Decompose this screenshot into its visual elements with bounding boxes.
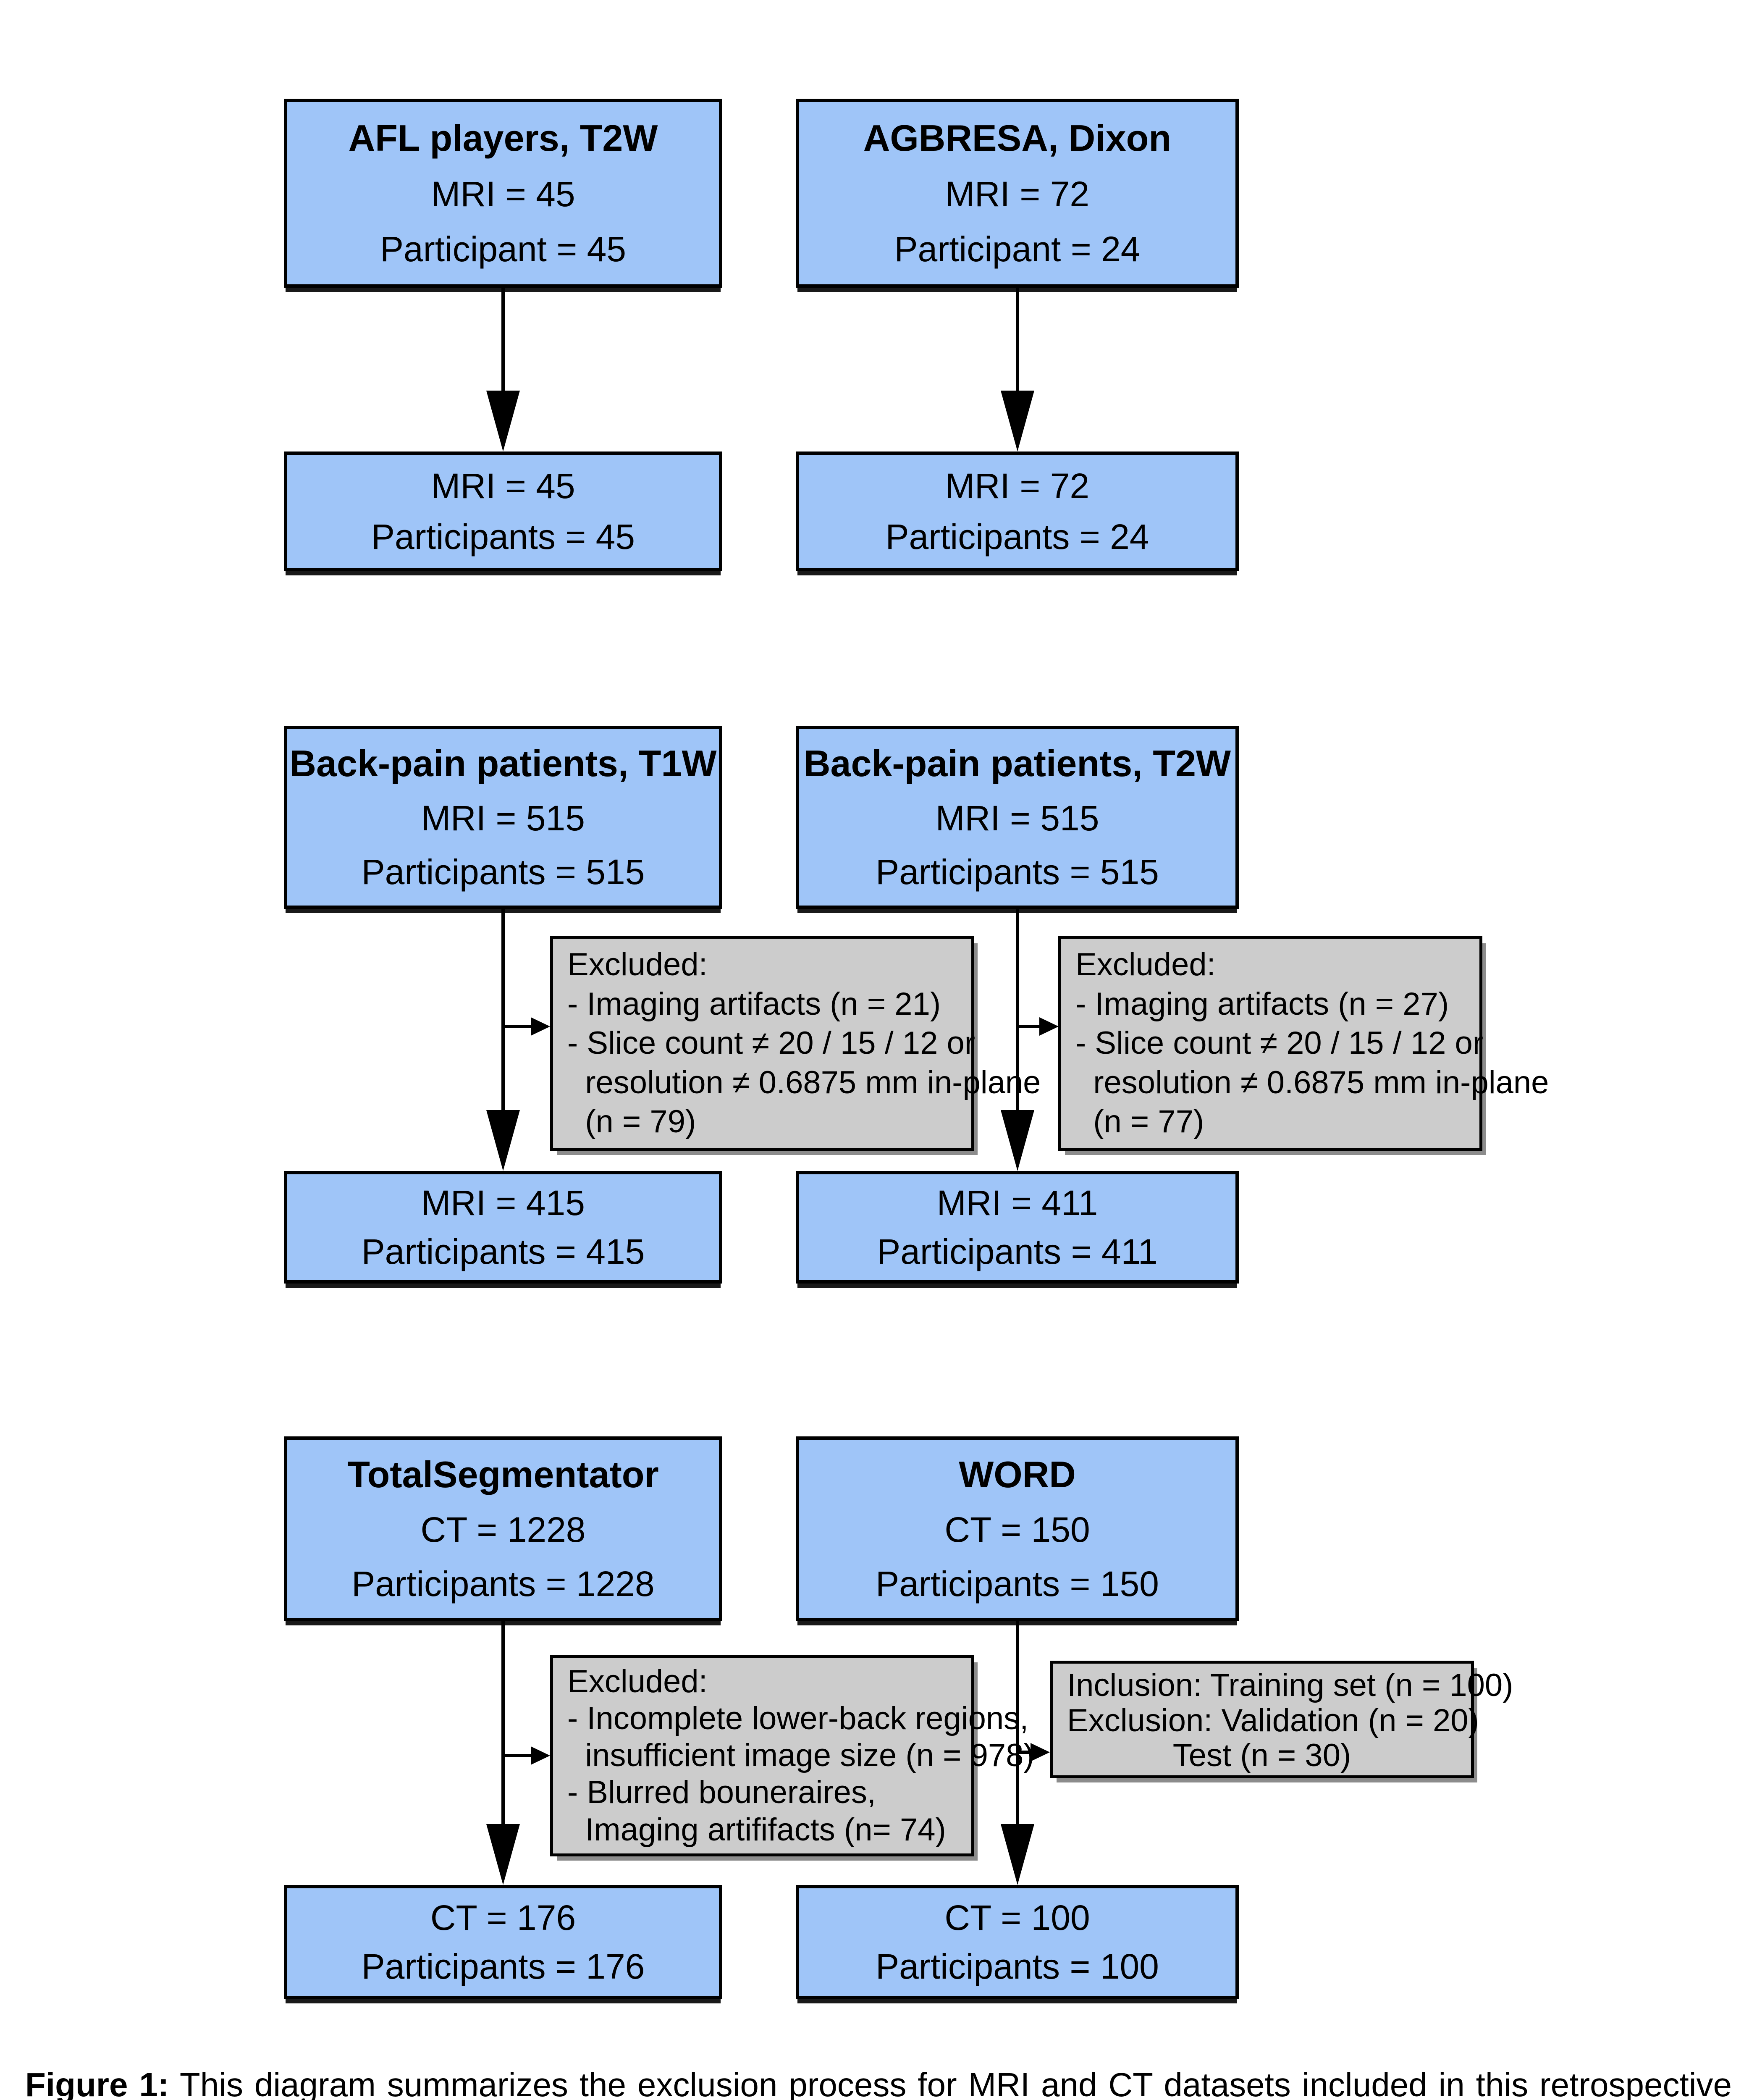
note-line: - Incomplete lower-back regions, — [567, 1700, 1029, 1736]
note-totalsegmentator-excluded: Excluded:- Incomplete lower-back regions… — [550, 1655, 1034, 1856]
box-backpain-t1w-included: MRI = 415 Participants = 415 — [284, 1171, 722, 1284]
note-line: - Slice count ≠ 20 / 15 / 12 or — [567, 1025, 976, 1061]
box-count: CT = 150 — [944, 1510, 1090, 1550]
box-title: TotalSegmentator — [347, 1454, 659, 1496]
box-title: WORD — [959, 1454, 1076, 1496]
box-count: MRI = 45 — [431, 174, 575, 214]
note-line: resolution ≠ 0.6875 mm in-plane — [567, 1064, 1041, 1100]
box-backpain-t2w: Back-pain patients, T2W MRI = 515 Partic… — [796, 726, 1239, 909]
arrowhead-totalseg-down — [486, 1824, 520, 1885]
box-afl-players: AFL players, T2W MRI = 45 Participant = … — [284, 99, 722, 288]
connector-totalseg-down — [501, 1621, 505, 1827]
note-line: Imaging artififacts (n= 74) — [567, 1811, 946, 1848]
box-count: MRI = 515 — [935, 798, 1099, 838]
note-line: Test (n = 30) — [1172, 1738, 1351, 1774]
box-agbresa-included: MRI = 72 Participants = 24 — [796, 452, 1239, 571]
note-line: Excluded: — [567, 947, 708, 982]
note-line: resolution ≠ 0.6875 mm in-plane — [1075, 1064, 1549, 1100]
box-participants: Participants = 415 — [361, 1231, 645, 1271]
connector-afl-down — [501, 288, 505, 393]
box-participants: Participants = 176 — [361, 1947, 645, 1987]
note-line: - Imaging artifacts (n = 27) — [1075, 986, 1449, 1022]
box-title: AFL players, T2W — [348, 117, 658, 159]
box-count: MRI = 515 — [421, 798, 585, 838]
figure-label: Figure 1: — [25, 2066, 169, 2100]
note-line: (n = 79) — [567, 1104, 696, 1140]
box-totalsegmentator: TotalSegmentator CT = 1228 Participants … — [284, 1436, 722, 1621]
box-participants: Participants = 411 — [877, 1231, 1158, 1271]
connector-t2w-branch — [1017, 1025, 1039, 1028]
box-word-included: CT = 100 Participants = 100 — [796, 1885, 1239, 1999]
note-line: - Blurred bouneraires, — [567, 1774, 876, 1811]
box-totalsegmentator-included: CT = 176 Participants = 176 — [284, 1885, 722, 1999]
note-line: Inclusion: Training set (n = 100) — [1067, 1667, 1513, 1703]
note-line: insufficient image size (n = 978) — [567, 1738, 1034, 1774]
note-backpain-t1w-excluded: Excluded: - Imaging artifacts (n = 21)- S… — [550, 936, 1041, 1151]
note-line: Excluded: — [1075, 947, 1216, 982]
box-count: MRI = 45 — [431, 466, 575, 506]
box-participants: Participant = 45 — [380, 229, 627, 269]
connector-word-down — [1016, 1621, 1019, 1827]
box-participants: Participant = 24 — [894, 229, 1141, 269]
box-title: Back-pain patients, T1W — [289, 743, 717, 785]
arrowhead-t2w-branch — [1039, 1017, 1059, 1036]
note-line: Excluded: — [567, 1663, 708, 1699]
box-backpain-t1w: Back-pain patients, T1W MRI = 515 Partic… — [284, 726, 722, 909]
connector-agbresa-down — [1016, 288, 1019, 393]
arrowhead-afl-down — [486, 391, 520, 452]
box-participants: Participants = 150 — [876, 1564, 1159, 1604]
box-word: WORD CT = 150 Participants = 150 — [796, 1436, 1239, 1621]
connector-word-branch — [1017, 1751, 1031, 1754]
note-word-split: Inclusion: Training set (n = 100)Exclusi… — [1050, 1661, 1513, 1778]
connector-t2w-down — [1016, 909, 1019, 1113]
box-agbresa: AGBRESA, Dixon MRI = 72 Participant = 24 — [796, 99, 1239, 288]
box-count: MRI = 72 — [945, 466, 1090, 506]
note-line: - Slice count ≠ 20 / 15 / 12 or — [1075, 1025, 1484, 1061]
connector-t1w-down — [501, 909, 505, 1113]
caption-line-1: Figure 1: This diagram summarizes the ex… — [25, 2045, 1732, 2100]
box-count: MRI = 411 — [936, 1183, 1098, 1223]
arrowhead-agbresa-down — [1001, 391, 1034, 452]
box-participants: Participants = 24 — [885, 517, 1149, 556]
box-participants: Participants = 515 — [361, 852, 645, 892]
arrowhead-word-down — [1001, 1824, 1034, 1885]
connector-totalseg-branch — [503, 1754, 531, 1757]
note-line: Exclusion: Validation (n = 20) — [1067, 1702, 1479, 1738]
box-afl-included: MRI = 45 Participants = 45 — [284, 452, 722, 571]
note-line: - Imaging artifacts (n = 21) — [567, 986, 941, 1022]
box-count: MRI = 72 — [945, 174, 1090, 214]
box-participants: Participants = 1228 — [351, 1564, 655, 1604]
box-title: Back-pain patients, T2W — [803, 743, 1231, 785]
box-backpain-t2w-included: MRI = 411 Participants = 411 — [796, 1171, 1239, 1284]
note-backpain-t2w-excluded: Excluded: - Imaging artifacts (n = 27)- S… — [1058, 936, 1549, 1151]
arrowhead-totalseg-branch — [531, 1746, 550, 1765]
arrowhead-t2w-down — [1001, 1110, 1034, 1171]
figure-caption: Figure 1: This diagram summarizes the ex… — [25, 2045, 1732, 2100]
box-count: CT = 100 — [944, 1898, 1090, 1937]
box-participants: Participants = 515 — [876, 852, 1159, 892]
arrowhead-t1w-down — [486, 1110, 520, 1171]
box-count: CT = 1228 — [420, 1510, 586, 1550]
box-participants: Participants = 45 — [371, 517, 635, 556]
box-count: MRI = 415 — [421, 1183, 585, 1223]
caption-line-1-text: This diagram summarizes the exclusion pr… — [169, 2066, 1732, 2100]
box-count: CT = 176 — [430, 1898, 576, 1937]
arrowhead-word-branch — [1031, 1743, 1050, 1761]
connector-t1w-branch — [503, 1025, 531, 1028]
arrowhead-t1w-branch — [531, 1017, 550, 1036]
box-title: AGBRESA, Dixon — [863, 117, 1172, 159]
note-line: (n = 77) — [1075, 1104, 1204, 1140]
box-participants: Participants = 100 — [876, 1947, 1159, 1987]
